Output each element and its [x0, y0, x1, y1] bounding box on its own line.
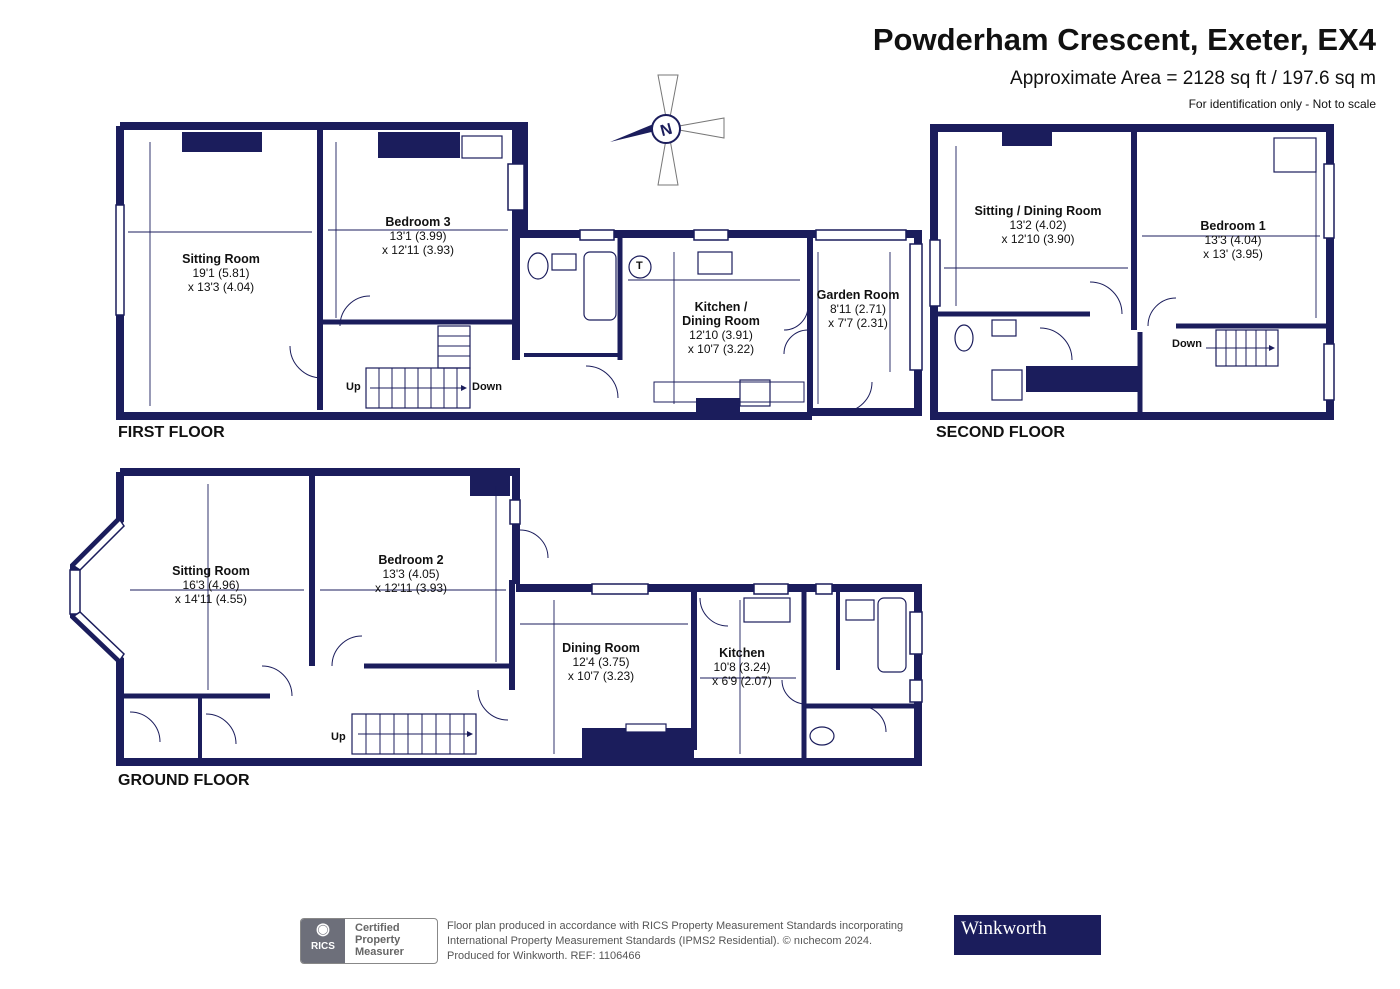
rics-logo-icon: ◉ RICS — [301, 919, 345, 963]
second-floor-plan — [929, 124, 1335, 420]
room-name: Bedroom 3 — [385, 215, 451, 229]
room-dimension: 19'1 (5.81) — [192, 266, 250, 280]
room-name: Kitchen — [719, 646, 765, 660]
ff-sitting-room-label: Sitting Room 19'1 (5.81) x 13'3 (4.04) — [182, 252, 260, 294]
first-floor-label: FIRST FLOOR — [118, 424, 225, 441]
identification-note: For identification only - Not to scale — [1188, 97, 1376, 111]
sf-bedroom-1-label: Bedroom 1 13'3 (4.04) x 13' (3.95) — [1200, 219, 1265, 261]
room-dimension: x 7'7 (2.31) — [828, 316, 888, 330]
room-dimension: 10'8 (3.24) — [713, 660, 771, 674]
room-dimension: x 12'11 (3.93) — [381, 243, 455, 257]
gf-bedroom-2-label: Bedroom 2 13'3 (4.05) x 12'11 (3.93) — [375, 553, 447, 595]
sf-sitting-dining-label: Sitting / Dining Room 13'2 (4.02) x 12'1… — [974, 204, 1101, 246]
gf-sitting-room-label: Sitting Room 16'3 (4.96) x 14'11 (4.55) — [172, 564, 250, 606]
compass-north-label: N — [659, 121, 675, 140]
room-name-line-2: Dining Room — [682, 314, 760, 328]
rics-text-line: Measurer — [355, 946, 404, 958]
ground-floor-label: GROUND FLOOR — [118, 772, 250, 789]
rics-certified-badge: ◉ RICS Certified Property Measurer — [300, 918, 438, 964]
compass-icon — [610, 74, 725, 186]
room-name: Sitting / Dining Room — [974, 204, 1102, 218]
ff-down-label: Down — [472, 381, 502, 393]
ff-up-label: Up — [346, 381, 361, 393]
room-dimension: x 13'3 (4.04) — [187, 280, 255, 294]
room-name: Kitchen / — [694, 300, 748, 314]
room-dimension: 13'2 (4.02) — [1009, 218, 1067, 232]
room-dimension: 8'11 (2.71) — [829, 302, 887, 316]
rics-text-line: Certified — [355, 922, 400, 934]
room-name: Bedroom 2 — [378, 553, 444, 567]
sf-down-label: Down — [1172, 338, 1202, 350]
gf-dining-room-label: Dining Room 12'4 (3.75) x 10'7 (3.23) — [562, 641, 640, 683]
tank-label: T — [636, 260, 643, 272]
room-dimension: x 10'7 (3.22) — [687, 342, 755, 356]
page-title: Powderham Crescent, Exeter, EX4 — [872, 22, 1376, 57]
ff-bedroom-3-label: Bedroom 3 13'1 (3.99) x 12'11 (3.93) — [382, 215, 454, 257]
footer-line: International Property Measurement Stand… — [447, 935, 873, 947]
gf-kitchen-label: Kitchen 10'8 (3.24) x 6'9 (2.07) — [712, 646, 772, 688]
room-dimension: x 10'7 (3.23) — [567, 669, 635, 683]
ff-garden-room-label: Garden Room 8'11 (2.71) x 7'7 (2.31) — [817, 288, 900, 330]
room-dimension: 13'1 (3.99) — [389, 229, 447, 243]
room-dimension: x 14'11 (4.55) — [174, 592, 248, 606]
room-name: Dining Room — [562, 641, 640, 655]
room-name: Garden Room — [816, 288, 900, 302]
room-dimension: 12'10 (3.91) — [689, 328, 753, 342]
first-floor-plan — [115, 122, 923, 420]
room-dimension: x 13' (3.95) — [1203, 247, 1263, 261]
gf-up-label: Up — [331, 731, 346, 743]
footer-disclaimer: Floor plan produced in accordance with R… — [447, 919, 947, 964]
room-dimension: 16'3 (4.96) — [182, 578, 240, 592]
room-dimension: x 6'9 (2.07) — [712, 674, 772, 688]
footer-line: Produced for Winkworth. REF: 1106466 — [447, 950, 641, 962]
approximate-area: Approximate Area = 2128 sq ft / 197.6 sq… — [1010, 68, 1376, 89]
ff-kitchen-dining-label: Kitchen / Dining Room 12'10 (3.91) x 10'… — [682, 300, 760, 356]
room-name: Bedroom 1 — [1200, 219, 1266, 233]
room-dimension: 12'4 (3.75) — [572, 655, 630, 669]
room-dimension: x 12'10 (3.90) — [1001, 232, 1075, 246]
room-name: Sitting Room — [182, 252, 260, 266]
room-dimension: 13'3 (4.04) — [1204, 233, 1262, 247]
winkworth-logo: Winkworth — [954, 915, 1101, 955]
footer-line: Floor plan produced in accordance with R… — [447, 920, 904, 932]
rics-text-line: Property — [355, 934, 401, 946]
room-dimension: 13'3 (4.05) — [382, 567, 440, 581]
room-dimension: x 12'11 (3.93) — [374, 581, 448, 595]
room-name: Sitting Room — [172, 564, 250, 578]
second-floor-label: SECOND FLOOR — [936, 424, 1065, 441]
rics-logo-text: RICS — [311, 941, 335, 952]
